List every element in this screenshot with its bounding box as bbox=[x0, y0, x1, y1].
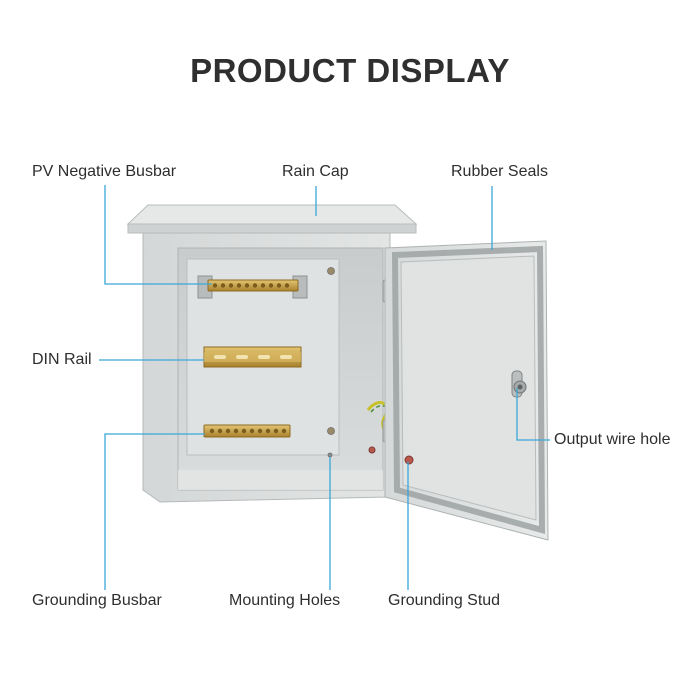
grounding-stud-nut bbox=[404, 455, 414, 465]
label-output-wire-hole: Output wire hole bbox=[554, 431, 671, 448]
page-title: PRODUCT DISPLAY bbox=[190, 52, 510, 89]
label-rubber-seals: Rubber Seals bbox=[451, 163, 548, 180]
label-grounding-busbar: Grounding Busbar bbox=[32, 592, 162, 609]
label-pv-negative-busbar: PV Negative Busbar bbox=[32, 163, 177, 180]
label-din-rail: DIN Rail bbox=[32, 351, 92, 368]
leader-grounding-busbar bbox=[104, 433, 205, 590]
pv-negative-busbar bbox=[197, 275, 308, 299]
grounding-busbar bbox=[203, 424, 291, 438]
label-mounting-holes: Mounting Holes bbox=[229, 592, 341, 609]
label-grounding-stud: Grounding Stud bbox=[388, 592, 501, 609]
enclosure-door bbox=[368, 240, 549, 541]
leader-pv-negative-busbar bbox=[104, 185, 212, 285]
leader-output-wire-hole bbox=[516, 388, 550, 441]
din-rail bbox=[203, 346, 302, 368]
door-lock bbox=[511, 370, 527, 398]
rain-cap bbox=[126, 204, 418, 234]
label-rain-cap: Rain Cap bbox=[282, 163, 349, 180]
leader-lines bbox=[99, 185, 550, 590]
mounting-screws bbox=[327, 267, 335, 458]
